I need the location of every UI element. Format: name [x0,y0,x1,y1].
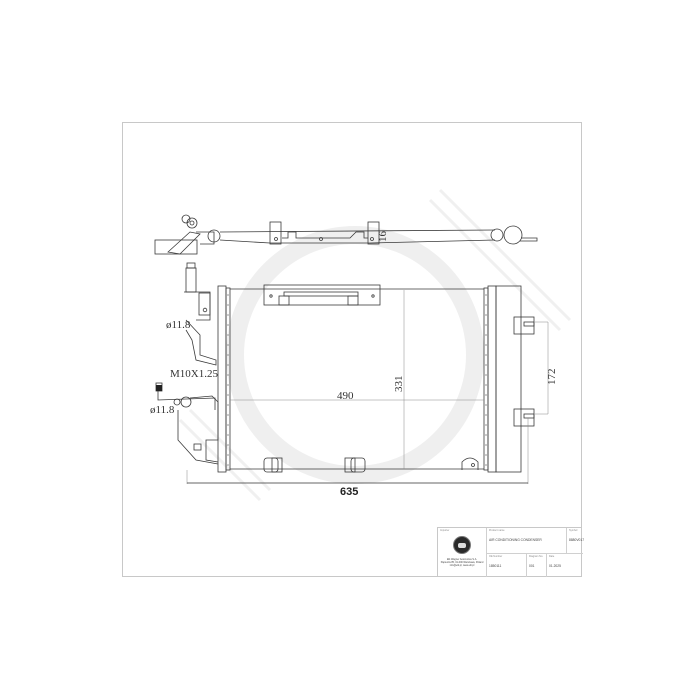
drawing-frame [122,122,582,577]
product-name-label: Product name [489,529,505,532]
dimension-pipe-lower: ø11.8 [150,404,175,416]
symbol-label: Symbol [569,529,578,532]
symbol-value: 8880V017 [569,538,585,542]
company-line-3: info@elit.pl, www.elit.pl [449,564,475,567]
condenser-core [217,284,535,473]
watermark-hatch [178,188,572,502]
top-view [154,214,538,255]
product-name-cell: Product name AIR CONDITIONING CONDENSER [486,528,566,553]
company-info: Elit Wagner Automotive S.A. Papierów 85,… [439,558,485,567]
symbol-cell: Symbol 8880V017 [566,528,585,553]
dimension-depth: 16 [377,231,389,243]
diagram-no-value: 001 [529,564,535,568]
product-name-value: AIR CONDITIONING CONDENSER [489,538,542,542]
dimension-pipe-upper: ø11.8 [166,319,191,331]
dimension-thread: M10X1.25 [170,368,218,380]
diagram-no-cell: Diagram No. 001 [526,553,546,577]
date-label: Date [549,555,555,558]
thread-fitting [156,385,162,391]
fin-ticks [227,294,487,466]
importer-cell: Importer Elit Wagner Automotive S.A. Pap… [438,528,486,577]
company-logo-icon [453,536,471,554]
company-line-1: Elit Wagner Automotive S.A. [447,558,477,561]
oe-number-cell: OE Number 1850111 [486,553,526,577]
oe-number-label: OE Number [489,555,503,558]
company-line-2: Papierów 85, 01-000 Warszawa, Poland [440,561,484,564]
dimension-lines [186,290,549,484]
importer-label: Importer [440,529,450,532]
title-block: Importer Elit Wagner Automotive S.A. Pap… [437,527,585,577]
dimension-core-height: 331 [393,376,405,393]
date-value: 01.2025 [549,564,561,568]
watermark-logo [226,226,484,484]
diagram-no-label: Diagram No. [529,555,544,558]
dimension-bracket-spacing: 172 [546,369,558,386]
date-cell: Date 01.2025 [546,553,583,577]
dimension-core-width: 490 [337,390,354,402]
inlet-outlet-pipes [155,262,219,465]
oe-number-value: 1850111 [489,564,502,568]
dimension-overall-width: 635 [340,486,358,498]
